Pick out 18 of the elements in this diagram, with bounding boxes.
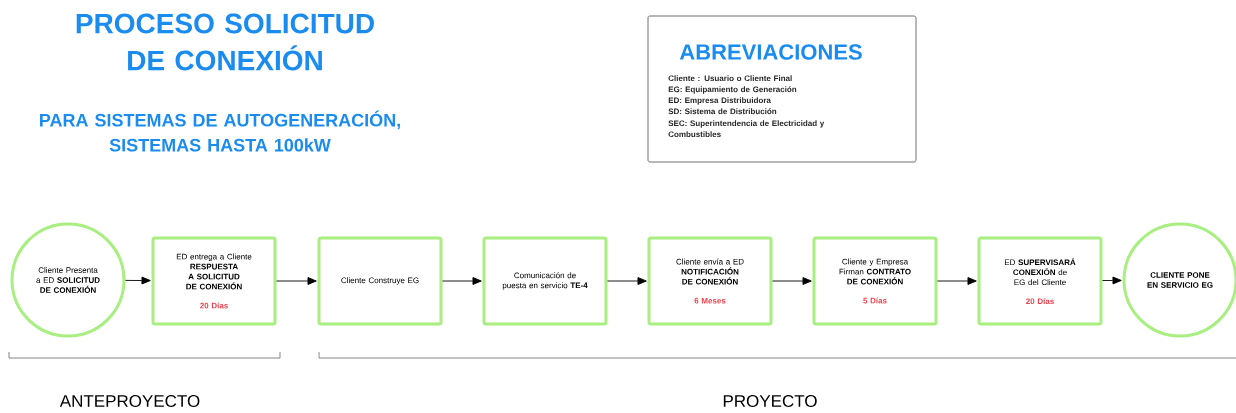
process-box: Cliente Construye EG	[317, 236, 443, 326]
process-box: Cliente y Empresa Firman CONTRATO DE CONEXIÓN 5 Días	[812, 236, 938, 326]
arrow	[276, 277, 317, 285]
section-label: ANTEPROYECTO	[59, 395, 200, 408]
arrow	[772, 277, 812, 285]
arrow	[937, 277, 977, 285]
title: PROCESO SOLICITUD DE CONEXIÓN	[76, 13, 374, 71]
process-box: Cliente envía a ED NOTIFICACIÓN DE CONEXIÓN 6 Meses	[647, 236, 773, 326]
process-box: ED entrega a Cliente RESPUESTA A SOLICITUD DE CONEXIÓN 20 Días	[151, 236, 277, 326]
arrow	[1102, 276, 1122, 285]
process-box: ED SUPERVISARÁ CONEXIÓN de EG del Cliente 20 Días	[977, 236, 1103, 326]
process-box: Comunicación de puesta en servicio TE-4	[482, 236, 608, 326]
subtitle: PARA SISTEMAS DE AUTOGENERACIÓN, SISTEMAS HASTA 100kW	[40, 110, 400, 152]
arrow	[607, 277, 647, 285]
arrow	[442, 277, 482, 285]
arrow	[125, 276, 151, 285]
abbreviation-box: ABREVIACIONES Cliente : Usuario o Cliente Final EG: Equipamiento de Generación ED: Empresa Distribuidora SD: Sistema de Distribución SEC: Superintendencia de Electricidad y Combustibles	[647, 15, 917, 163]
section-label: PROYECTO	[723, 395, 817, 408]
